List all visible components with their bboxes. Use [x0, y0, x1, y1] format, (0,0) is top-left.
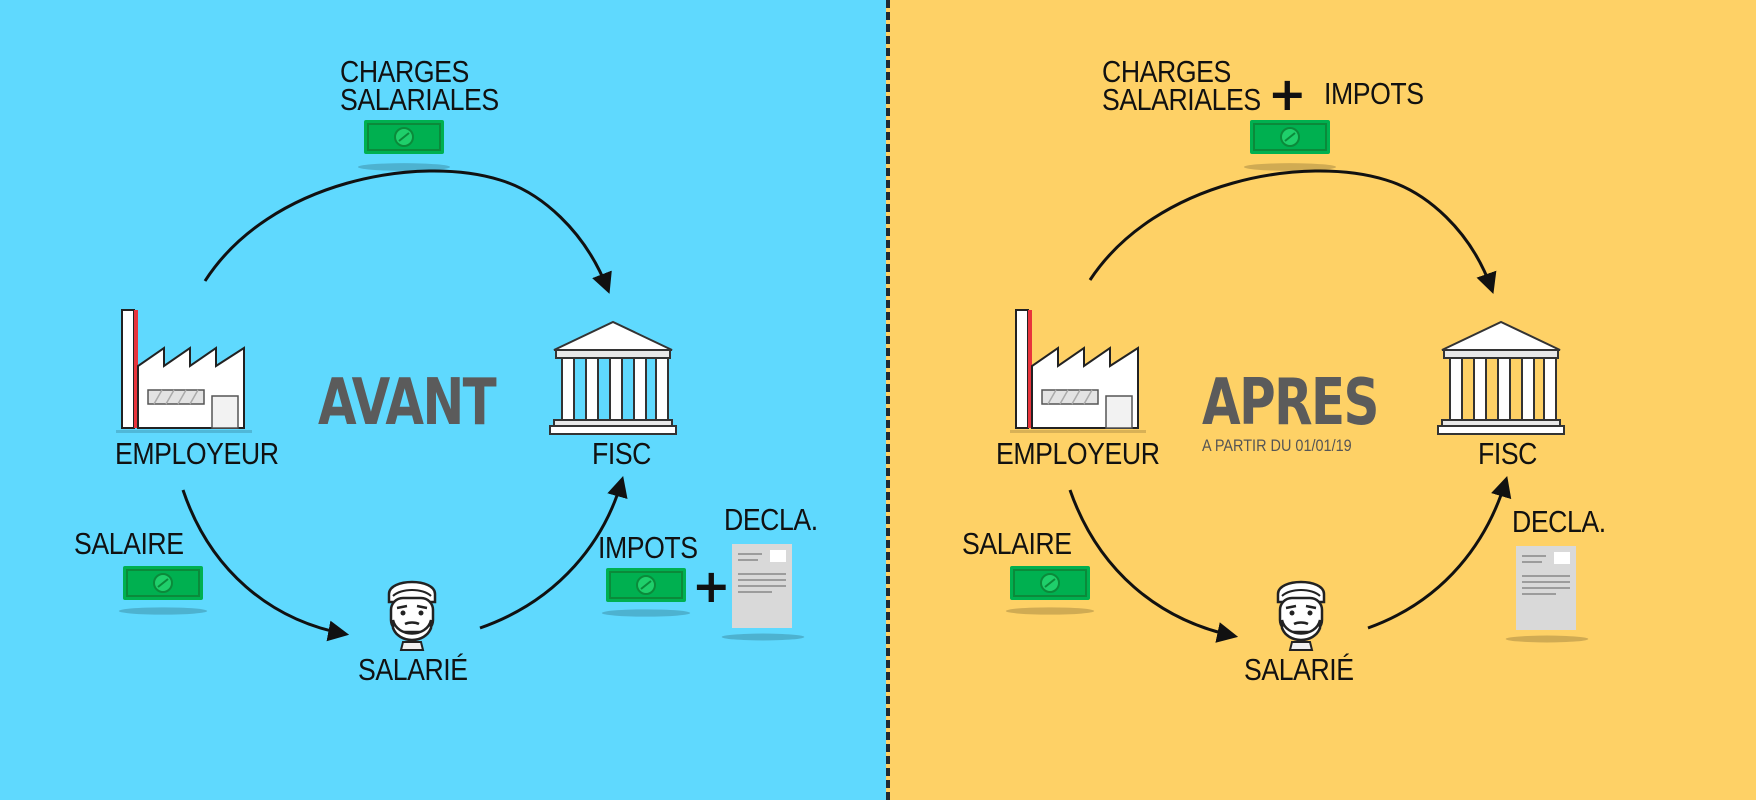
bearded-man-avatar-icon: [1266, 572, 1336, 652]
shadow: [117, 606, 209, 616]
shadow: [1504, 634, 1590, 644]
before-employer-label: EMPLOYEUR: [115, 436, 279, 471]
before-social-charges-label: CHARGES SALARIALES: [340, 54, 499, 117]
after-flow-arrows: [1068, 169, 1512, 643]
factory-icon: [1004, 304, 1152, 434]
before-employee-label: SALARIÉ: [358, 652, 468, 687]
arrow-employee-to-tax: [479, 475, 628, 630]
before-salary-label: SALAIRE: [74, 526, 184, 561]
after-social-charges-label: CHARGES SALARIALES: [1102, 54, 1261, 117]
arrow-employer-to-employee: [181, 489, 350, 642]
plus-icon: +: [1268, 67, 1307, 121]
shadow: [720, 632, 806, 642]
after-declaration-label: DECLA.: [1512, 504, 1606, 539]
banknote-icon: [123, 566, 203, 600]
bearded-man-avatar-icon: [377, 572, 447, 652]
shadow: [1004, 606, 1096, 616]
before-panel: AVANT CHARGES SALARIALES EMPLOYEUR FISC …: [0, 0, 886, 800]
after-subtitle: A PARTIR DU 01/01/19: [1202, 436, 1352, 455]
banknote-icon: [606, 568, 686, 602]
after-salary-label: SALAIRE: [962, 526, 1072, 561]
after-tax-label: FISC: [1478, 436, 1538, 471]
banknote-icon: [1010, 566, 1090, 600]
government-building-icon: [1436, 318, 1566, 438]
after-taxes-label: IMPOTS: [1324, 76, 1424, 111]
arrow-employer-to-tax: [203, 169, 612, 294]
banknote-icon: [1250, 120, 1330, 154]
shadow: [600, 608, 692, 618]
after-title: APRES: [1202, 366, 1379, 440]
arrow-employer-to-employee: [1068, 489, 1239, 643]
shadow: [1242, 162, 1338, 172]
after-employer-label: EMPLOYEUR: [996, 436, 1160, 471]
arrow-employee-to-tax: [1367, 475, 1512, 630]
before-flow-arrows: [181, 169, 628, 642]
before-tax-label: FISC: [592, 436, 652, 471]
before-declaration-label: DECLA.: [724, 502, 818, 537]
before-title: AVANT: [318, 366, 497, 440]
document-icon: [1516, 546, 1576, 630]
shadow: [356, 162, 452, 172]
factory-icon: [110, 304, 258, 434]
before-taxes-label: IMPOTS: [598, 530, 698, 565]
after-employee-label: SALARIÉ: [1244, 652, 1354, 687]
banknote-icon: [364, 120, 444, 154]
arrow-employer-to-tax: [1088, 169, 1497, 294]
after-panel: APRES A PARTIR DU 01/01/19 CHARGES SALAR…: [886, 0, 1756, 800]
panel-divider: [886, 0, 890, 800]
plus-icon: +: [692, 559, 731, 613]
government-building-icon: [548, 318, 678, 438]
document-icon: [732, 544, 792, 628]
